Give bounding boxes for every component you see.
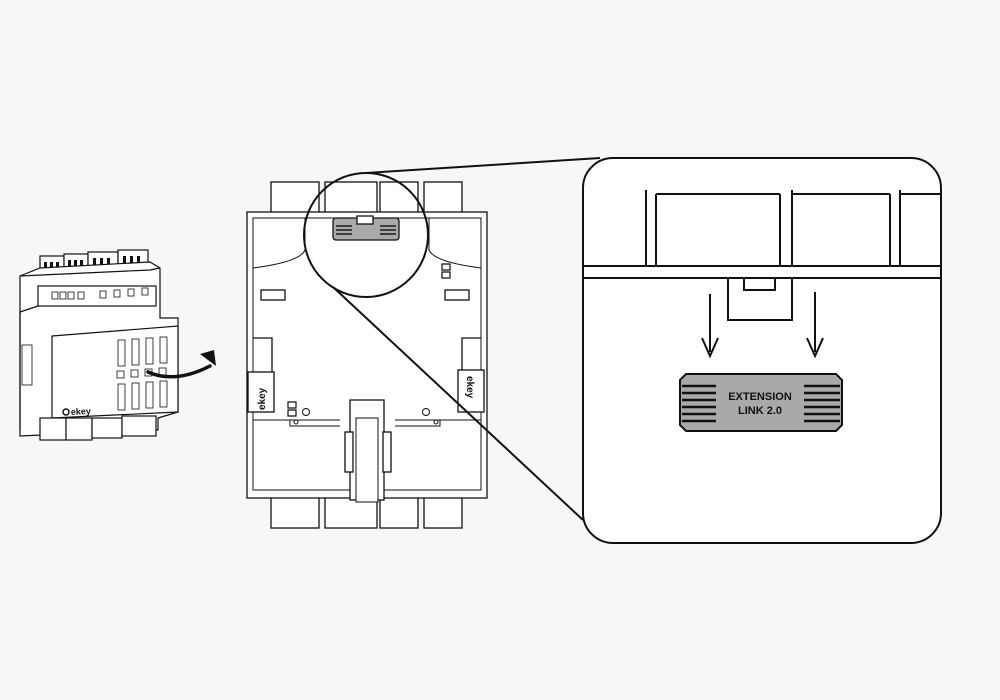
magnifier-circle <box>303 157 601 521</box>
svg-text:ekey: ekey <box>464 376 475 399</box>
device-back-view <box>246 181 488 529</box>
curved-arrow-icon <box>146 350 216 379</box>
zoom-panel <box>582 157 942 544</box>
controller-logo: ekey <box>62 406 92 417</box>
down-arrow-icon <box>806 292 824 359</box>
side-logo-left: ekey <box>257 387 268 410</box>
module-label-line1: EXTENSION <box>728 391 792 403</box>
controller-device <box>19 249 179 441</box>
module-label-line2: LINK 2.0 <box>738 405 782 417</box>
extension-link-module: EXTENSION LINK 2.0 <box>679 373 843 432</box>
svg-text:ekey: ekey <box>71 406 92 417</box>
bottom-terminal-block <box>39 415 157 441</box>
down-arrow-icon <box>701 294 719 359</box>
side-logo-right: ekey <box>464 376 475 399</box>
svg-text:ekey: ekey <box>257 387 268 410</box>
